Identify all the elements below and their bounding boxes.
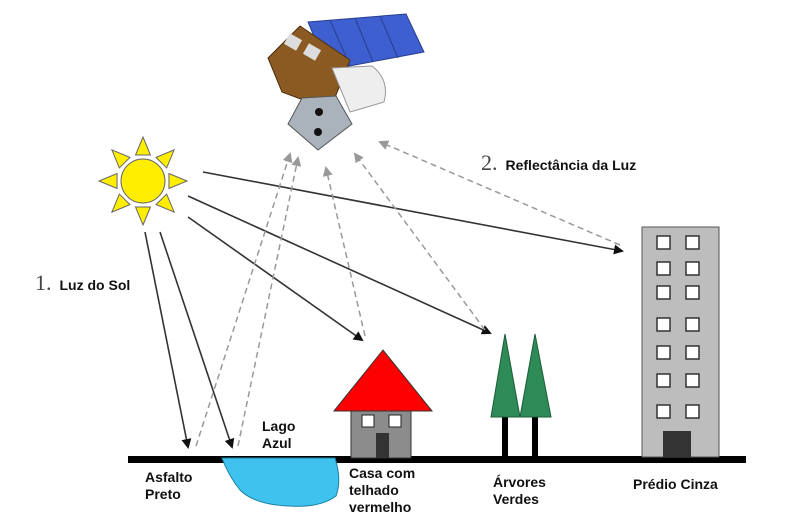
sun-ray <box>134 135 152 156</box>
building-window <box>656 235 671 250</box>
reflected-arrow-asphalt <box>195 152 293 447</box>
sunlight-label: 1. Luz do Sol <box>35 270 130 296</box>
sunlight-arrow-house <box>187 216 364 342</box>
sun-ray <box>134 206 152 227</box>
building-window <box>656 373 671 388</box>
sun-icon <box>97 135 189 227</box>
sun-ray <box>110 148 131 169</box>
reflected-arrow-house <box>322 166 366 337</box>
sunlight-arrow-asphalt <box>144 231 192 449</box>
building-window <box>656 404 671 419</box>
ground-line <box>128 456 746 463</box>
reflected-arrow-building <box>378 140 621 246</box>
lake-icon <box>221 457 340 507</box>
reflected-arrow-lake <box>237 156 302 447</box>
reflected-arrow-trees <box>353 152 486 331</box>
reflectance-text: Reflectância da Luz <box>505 157 637 173</box>
building-label: Prédio Cinza <box>633 476 718 492</box>
building-window <box>685 373 700 388</box>
sunlight-arrow-trees <box>187 195 492 335</box>
reflectance-label: 2. Reflectância da Luz <box>481 150 636 176</box>
satellite-icon <box>267 13 425 151</box>
building-window <box>685 261 700 276</box>
building-window <box>656 261 671 276</box>
building-window <box>685 285 700 300</box>
sun-ray <box>97 172 118 190</box>
asphalt-label: Asfalto Preto <box>145 469 193 502</box>
sun-ray <box>155 148 176 169</box>
house-icon <box>332 349 434 459</box>
building-window <box>685 317 700 332</box>
reflectance-number: 2. <box>481 150 498 175</box>
lake-label: Lago Azul <box>262 418 296 451</box>
sun-ray <box>110 193 131 214</box>
building-window <box>656 345 671 360</box>
building-icon <box>641 226 720 458</box>
building-window <box>685 404 700 419</box>
tree-icon <box>490 333 552 458</box>
building-window <box>685 235 700 250</box>
building-window <box>656 285 671 300</box>
sunlight-number: 1. <box>35 270 52 295</box>
trees-label: Árvores Verdes <box>493 474 546 507</box>
sun-ray <box>155 193 176 214</box>
building-window <box>685 345 700 360</box>
sunlight-arrow-lake <box>159 231 235 449</box>
sunlight-text: Luz do Sol <box>59 277 131 293</box>
house-label: Casa com telhado vermelho <box>349 465 416 515</box>
building-window <box>656 317 671 332</box>
sun-ray <box>168 172 189 190</box>
sunlight-arrow-building <box>202 171 624 255</box>
